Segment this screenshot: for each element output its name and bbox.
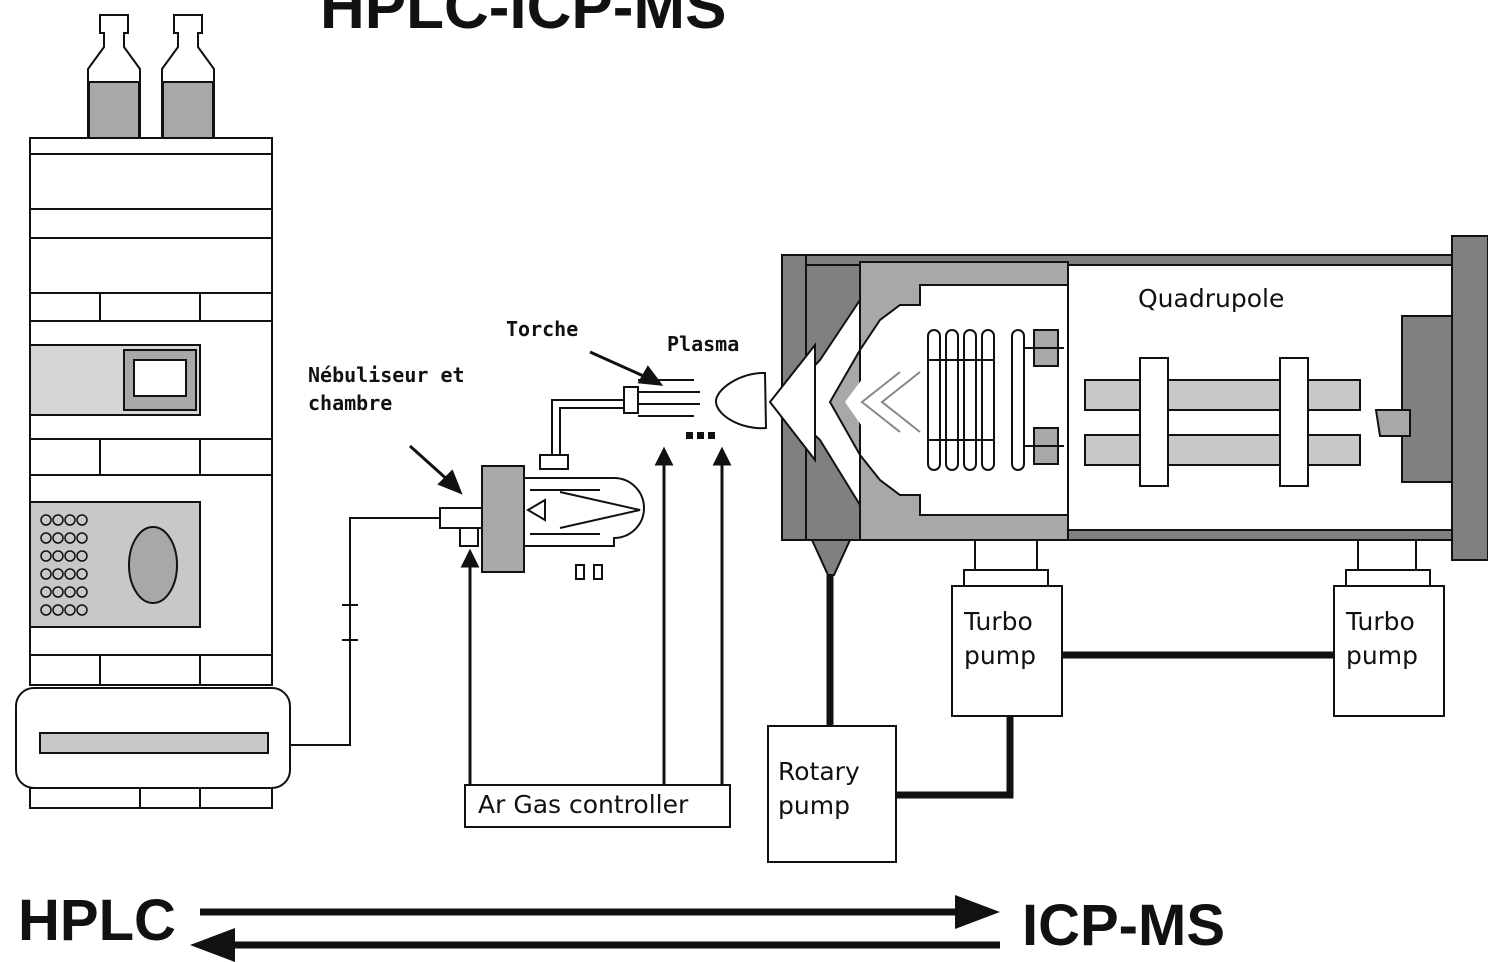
callout-arrows xyxy=(408,350,664,495)
turbo-pump-1-label-line1: Turbo xyxy=(963,607,1033,636)
detector-end-plate xyxy=(1451,235,1488,561)
nebulizer-spray-chamber xyxy=(439,399,645,580)
ar-gas-controller-box xyxy=(464,784,731,828)
rotary-pump-label-line2: pump xyxy=(778,791,850,820)
turbo-pump-1: Turbo pump xyxy=(951,569,1063,717)
vacuum-lines xyxy=(826,575,1334,799)
ion-beam-icon xyxy=(860,371,921,433)
quadrupole-rods xyxy=(1084,357,1361,487)
arrow-left-icon xyxy=(190,928,235,962)
hplc-instrument xyxy=(15,14,291,809)
hplc-transfer-line xyxy=(290,517,440,746)
detector xyxy=(1401,315,1453,483)
arrow-right-icon xyxy=(955,895,1000,929)
nebuliseur-label-line2: chambre xyxy=(308,391,392,415)
nebulizer-flange xyxy=(481,465,525,573)
solvent-bottle-left xyxy=(87,14,141,140)
valve-icon xyxy=(128,526,178,604)
coupling-arrows xyxy=(190,895,1000,962)
icpms-label: ICP-MS xyxy=(1022,893,1225,958)
ion-lens-stack xyxy=(927,329,1064,471)
hplc-module-pump xyxy=(29,237,273,294)
hplc-column xyxy=(39,732,269,754)
torche-label: Torche xyxy=(506,317,578,341)
plasma-flame-icon xyxy=(715,371,768,430)
nebuliseur-label-line1: Nébuliseur et xyxy=(308,363,465,387)
turbo-pump-2-label-line2: pump xyxy=(1346,641,1418,670)
hplc-module-rail xyxy=(29,137,273,155)
rotary-pump-label-line1: Rotary xyxy=(778,757,860,786)
spray-chamber xyxy=(523,477,645,547)
gas-lines xyxy=(460,446,732,785)
diagram-title: HPLC-ICP-MS xyxy=(320,0,726,42)
turbo-pump-2: Turbo pump xyxy=(1333,569,1445,717)
plasma-label: Plasma xyxy=(667,332,739,356)
solvent-bottle-right xyxy=(161,14,215,140)
skimmer-cone xyxy=(828,261,1069,541)
rotary-pump: Rotary pump xyxy=(767,725,897,863)
icpms-instrument xyxy=(768,235,1488,576)
torch xyxy=(623,379,715,439)
hplc-label: HPLC xyxy=(18,888,176,953)
turbo-pump-1-label-line2: pump xyxy=(964,641,1036,670)
hplc-module-degasser xyxy=(29,153,273,210)
vial-grid-icon xyxy=(40,514,88,616)
gas-controller-label: Ar Gas controller xyxy=(478,790,689,819)
turbo-pump-2-label-line1: Turbo xyxy=(1345,607,1415,636)
quadrupole-label: Quadrupole xyxy=(1138,284,1284,313)
